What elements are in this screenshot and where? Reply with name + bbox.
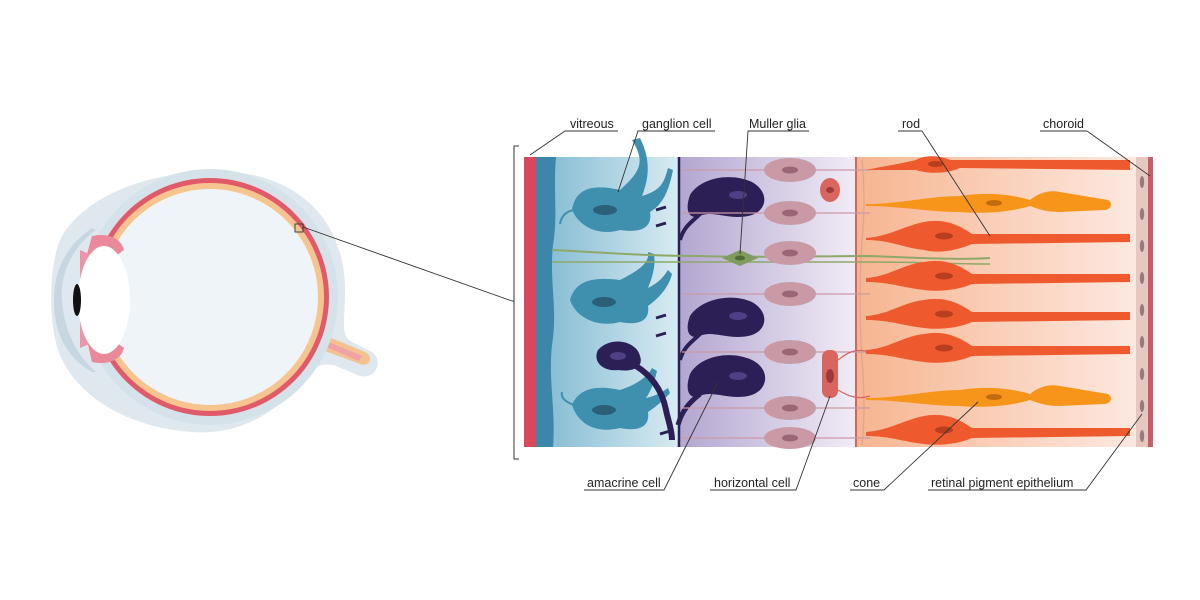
vitreous-body [102,189,318,405]
bipolar-cell [764,282,816,306]
label-muller-glia: Muller glia [749,117,806,131]
bipolar-cell [764,396,816,420]
label-ganglion-cell: ganglion cell [642,117,712,131]
retina-panel [513,138,1153,460]
outer-limiting-membrane [859,159,865,446]
eyeball [51,169,378,433]
rod-cell [866,332,1130,363]
leader-ganglion-cell [617,130,715,193]
label-horizontal-cell: horizontal cell [714,476,790,490]
horizontal-cell [820,178,840,202]
amacrine-cell [596,341,766,441]
cornea [54,228,96,372]
rod-cell [866,298,1130,329]
panel-bracket [513,145,519,460]
nerve-fiber-layer [536,157,556,447]
zoom-line-top [302,226,513,302]
leader-retinal-pigment-epithelium [928,413,1143,491]
label-retinal-pigment-epithelium: retinal pigment epithelium [931,476,1073,490]
amacrine-cell [678,177,765,241]
ganglion-cell [559,138,673,232]
label-rod: rod [902,117,920,131]
cone-cells [866,191,1111,407]
label-vitreous: vitreous [570,117,614,131]
amacrine-cell [678,297,765,361]
leader-muller-glia [739,130,809,255]
labels: vitreous ganglion cell Muller glia rod c… [529,117,1151,491]
ganglion-cells [559,138,673,430]
amacrine-cells [596,177,766,441]
rod-cell [866,220,1130,252]
leader-vitreous [529,130,618,156]
ganglion-cell [570,252,672,324]
choroid-strip [1148,157,1153,447]
bipolar-cell [764,427,816,449]
cone-cell [866,385,1111,407]
leader-rod [898,130,991,237]
label-amacrine-cell: amacrine cell [587,476,661,490]
label-cone: cone [853,476,880,490]
leader-horizontal-cell [710,395,831,491]
leader-choroid [1040,130,1151,177]
pupil [73,284,81,316]
vitreous-edge [524,157,536,447]
leader-amacrine-cell [584,381,719,491]
bipolar-cell [764,241,816,265]
bipolar-cell [764,158,816,182]
rod-cell [866,260,1130,291]
label-choroid: choroid [1043,117,1084,131]
lens [78,246,130,354]
rod-cell [866,414,1130,445]
zoom-box [294,223,304,233]
bipolar-cells [682,158,870,449]
rpe-nuclei [1139,176,1145,442]
ganglion-cell [560,368,670,430]
cone-cell [866,191,1111,213]
leader-cone [850,401,979,491]
bipolar-cell [764,340,816,364]
bipolar-cell [764,201,816,225]
rpe-layer [1136,157,1148,447]
rod-cell [866,156,1130,173]
rod-cells [866,156,1130,445]
